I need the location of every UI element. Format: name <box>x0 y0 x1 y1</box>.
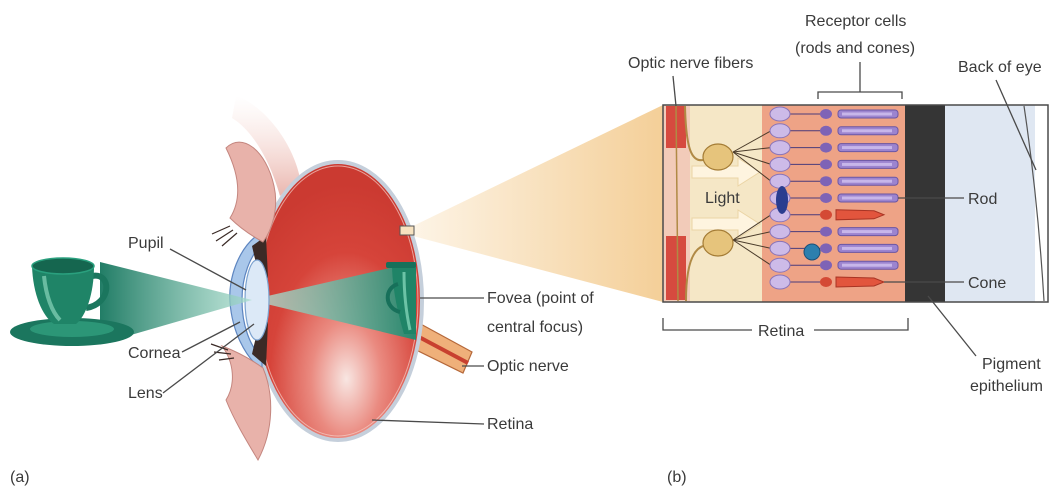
rod-cell-body <box>820 243 832 253</box>
eyelash <box>212 226 230 234</box>
label-light: Light <box>705 190 740 207</box>
label-cone: Cone <box>968 275 1006 292</box>
label-back-of-eye: Back of eye <box>958 59 1042 76</box>
retina-leader <box>372 420 484 424</box>
bipolar-cell <box>770 275 790 289</box>
rod-cell-body <box>820 143 832 153</box>
rod-disc-highlight <box>842 129 892 132</box>
panel-tag-b: (b) <box>667 469 687 486</box>
zoom-wedge <box>413 105 663 302</box>
rod-cell-body <box>820 176 832 186</box>
label-rod: Rod <box>968 191 997 208</box>
receptor-cells-bracket <box>818 62 902 99</box>
cone-cell-body <box>820 277 832 287</box>
panel-a-eye: Pupil Cornea Lens Fovea (point of centra… <box>10 96 594 486</box>
rod-cell-body <box>820 227 832 237</box>
label-pigment-line2: epithelium <box>970 378 1043 395</box>
rod-cell-body <box>820 260 832 270</box>
rod-disc-highlight <box>842 146 892 149</box>
retina-zoom-box <box>400 226 414 235</box>
rod-disc-highlight <box>842 163 892 166</box>
bipolar-cell <box>770 174 790 188</box>
rod-disc-highlight <box>842 197 892 200</box>
rod-cell-body <box>820 109 832 119</box>
pigment-epithelium-band <box>905 105 945 302</box>
cone-cell-body <box>820 210 832 220</box>
rod-cell-body <box>820 159 832 169</box>
label-retina-b: Retina <box>758 323 804 340</box>
bipolar-cell <box>770 107 790 121</box>
optic-nerve-fibers-leader <box>673 76 676 106</box>
label-lens: Lens <box>128 385 163 402</box>
sclera-strip <box>1035 105 1048 302</box>
inverted-saucer <box>386 262 416 268</box>
bipolar-cell <box>770 157 790 171</box>
label-cornea: Cornea <box>128 345 181 362</box>
bipolar-cell <box>770 141 790 155</box>
cup-rim <box>32 258 94 274</box>
rod-cell-body <box>820 126 832 136</box>
bipolar-cell <box>770 225 790 239</box>
label-fovea-line1: Fovea (point of <box>487 290 594 307</box>
rod-disc-highlight <box>842 113 892 116</box>
label-pigment-line1: Pigment <box>982 356 1041 373</box>
rod-disc-highlight <box>842 264 892 267</box>
panel-tag-a: (a) <box>10 469 30 486</box>
ganglion-cell <box>703 144 733 170</box>
blood-vessel-bottom <box>666 236 686 300</box>
rod-disc-highlight <box>842 230 892 233</box>
bipolar-cell <box>770 258 790 272</box>
pigment-epithelium-leader <box>928 296 976 356</box>
label-optic-nerve-fibers: Optic nerve fibers <box>628 55 753 72</box>
label-pupil: Pupil <box>128 235 164 252</box>
rod-disc-highlight <box>842 180 892 183</box>
rod-cell-body <box>820 193 832 203</box>
amacrine-cell <box>804 244 820 260</box>
ganglion-cell <box>703 230 733 256</box>
cornea-leader <box>182 322 240 352</box>
horizontal-cell <box>776 186 788 214</box>
label-receptor-cells-line1: Receptor cells <box>805 13 906 30</box>
panel-b-retina: Optic nerve fibers Receptor cells (rods … <box>628 13 1048 486</box>
label-fovea-line2: central focus) <box>487 319 583 336</box>
label-optic-nerve: Optic nerve <box>487 358 569 375</box>
label-receptor-cells-line2: (rods and cones) <box>795 40 915 57</box>
bipolar-cell <box>770 241 790 255</box>
label-retina-a: Retina <box>487 416 533 433</box>
bipolar-cell <box>770 124 790 138</box>
rod-disc-highlight <box>842 247 892 250</box>
